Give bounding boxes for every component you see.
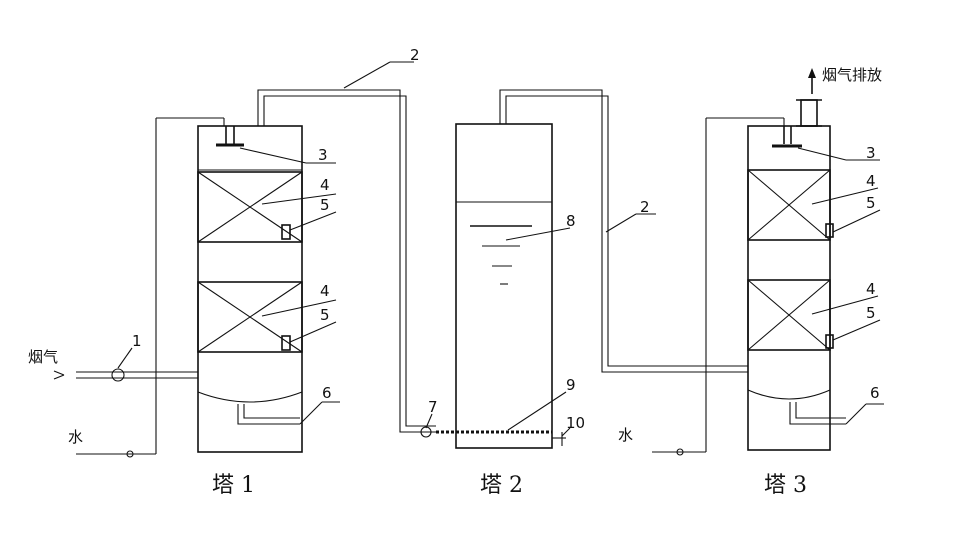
tower-3-caption: 塔 3 xyxy=(764,473,807,498)
leader-lines xyxy=(117,61,884,437)
callout-1: 1 xyxy=(132,332,142,350)
tower-3-drain-pipe xyxy=(789,402,846,425)
tower-3-packing-upper xyxy=(747,169,831,241)
tower-2-body xyxy=(455,123,553,449)
callout-8: 8 xyxy=(566,212,576,230)
callout-6-tower1: 6 xyxy=(322,384,332,402)
tower-1-side-port-lower xyxy=(281,335,291,351)
exhaust-arrow-icon xyxy=(808,68,816,78)
callout-5-tower3-upper: 5 xyxy=(866,194,876,212)
tower-1-body xyxy=(197,125,303,453)
callout-7: 7 xyxy=(428,398,438,416)
tower-3-spray-nozzle xyxy=(772,126,802,148)
tower-1-caption: 塔 1 xyxy=(212,473,255,498)
callout-2-right: 2 xyxy=(640,198,650,216)
water-label-1: 水 xyxy=(68,428,83,446)
callout-4-tower1-lower: 4 xyxy=(320,282,330,300)
water-valve-1-icon xyxy=(126,450,134,458)
callout-3-tower3: 3 xyxy=(866,144,876,162)
flue-gas-arrow-icon xyxy=(53,370,65,380)
tower-3-body xyxy=(747,125,831,451)
callout-5-tower1-lower: 5 xyxy=(320,306,330,324)
callout-9: 9 xyxy=(566,376,576,394)
callout-10: 10 xyxy=(566,414,585,432)
water-inlet-pipe-1 xyxy=(76,117,225,458)
tower-2-caption: 塔 2 xyxy=(480,473,523,498)
callout-4-tower1-upper: 4 xyxy=(320,176,330,194)
water-label-3: 水 xyxy=(618,426,633,444)
tower-1-sump xyxy=(197,391,303,403)
callout-5-tower1-upper: 5 xyxy=(320,196,330,214)
callout-3-tower1: 3 xyxy=(318,146,328,164)
tower-3-packing-lower xyxy=(747,279,831,351)
tower-3 xyxy=(747,68,846,451)
fan-1-icon xyxy=(111,368,125,382)
flue-gas-label: 烟气 xyxy=(28,348,58,366)
callout-2-left: 2 xyxy=(410,46,420,64)
flue-gas-inlet-pipe xyxy=(53,368,198,382)
callout-5-tower3-lower: 5 xyxy=(866,304,876,322)
tower-2-drain-valve xyxy=(552,432,566,446)
tower-1-packing-upper xyxy=(197,171,303,243)
callout-4-tower3-upper: 4 xyxy=(866,172,876,190)
tower-1-spray-nozzle xyxy=(216,126,244,147)
tower-1-packing-lower xyxy=(197,281,303,353)
tower-3-exhaust-stack xyxy=(796,68,822,127)
water-valve-3-icon xyxy=(676,448,684,456)
water-inlet-pipe-3 xyxy=(652,117,785,456)
tower-1 xyxy=(197,125,303,453)
tower-2-liquid-level xyxy=(470,225,532,285)
exhaust-label: 烟气排放 xyxy=(822,66,882,84)
callout-6-tower3: 6 xyxy=(870,384,880,402)
tower-1-drain-pipe xyxy=(237,404,300,425)
gas-pipe-tower2-to-tower3 xyxy=(499,89,748,373)
tower-3-side-port-upper xyxy=(825,223,834,238)
callout-4-tower3-lower: 4 xyxy=(866,280,876,298)
tower-1-side-port-upper xyxy=(281,224,291,240)
tower-3-sump xyxy=(747,389,831,400)
tower-2 xyxy=(436,123,566,449)
tower-3-side-port-lower xyxy=(825,334,834,349)
gas-pipe-tower1-to-tower2 xyxy=(257,89,436,433)
